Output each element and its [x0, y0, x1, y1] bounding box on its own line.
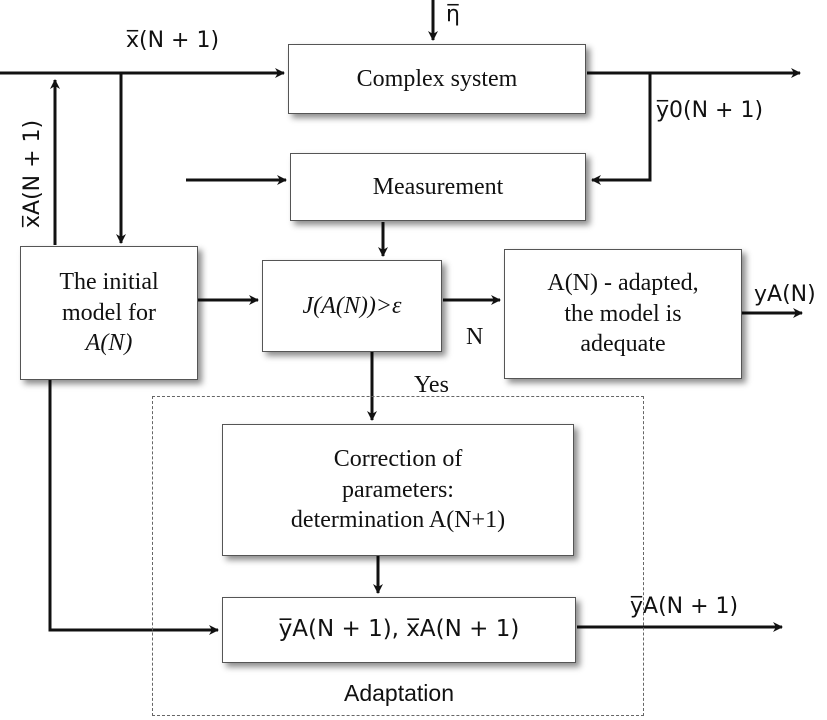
adapted-output-label: y̅A(N + 1), x̅A(N + 1) — [278, 616, 520, 643]
eta-label: η̅ — [446, 2, 460, 27]
complex-system-box: Complex system — [288, 44, 586, 114]
no-branch-label: N — [466, 324, 484, 350]
model-to-output-arrow — [48, 380, 219, 635]
correction-line1: Correction of — [333, 445, 463, 472]
correction-line3: determination A(N+1) — [290, 507, 506, 534]
adapted-line3: adequate — [580, 331, 666, 358]
adapted-output-box: y̅A(N + 1), x̅A(N + 1) — [222, 597, 576, 663]
measurement-label: Measurement — [372, 173, 504, 200]
initial-model-line2: model for — [62, 299, 156, 326]
adapted-model-box: A(N) - adapted, the model is adequate — [504, 249, 742, 379]
correction-box: Correction of parameters: determination … — [222, 424, 574, 556]
adapted-line2: the model is — [564, 300, 682, 327]
yA-next-label: y̅A(N + 1) — [630, 594, 739, 619]
x-input-label: x̅(N + 1) — [126, 28, 220, 53]
complex-system-label: Complex system — [356, 65, 518, 92]
xA-feedback-label: x̅A(N + 1) — [20, 119, 45, 228]
correction-line2: parameters: — [342, 476, 454, 503]
initial-model-line1: The initial — [59, 268, 159, 295]
measurement-box: Measurement — [290, 153, 586, 221]
criterion-box: J(A(N))>ε — [262, 260, 442, 352]
y0-to-measurement-arrow — [591, 73, 652, 185]
adaptation-label: Adaptation — [344, 680, 454, 706]
yes-branch-label: Yes — [414, 372, 449, 398]
adaptation-region — [152, 396, 644, 716]
y0-output-label: y̅0(N + 1) — [656, 98, 764, 123]
criterion-label: J(A(N))>ε — [302, 292, 402, 319]
initial-model-line3: A(N) — [85, 330, 133, 357]
initial-model-box: The initial model for A(N) — [20, 246, 198, 380]
yA-output-label: yA(N) — [754, 282, 816, 307]
adapted-line1: A(N) - adapted, — [547, 269, 699, 296]
